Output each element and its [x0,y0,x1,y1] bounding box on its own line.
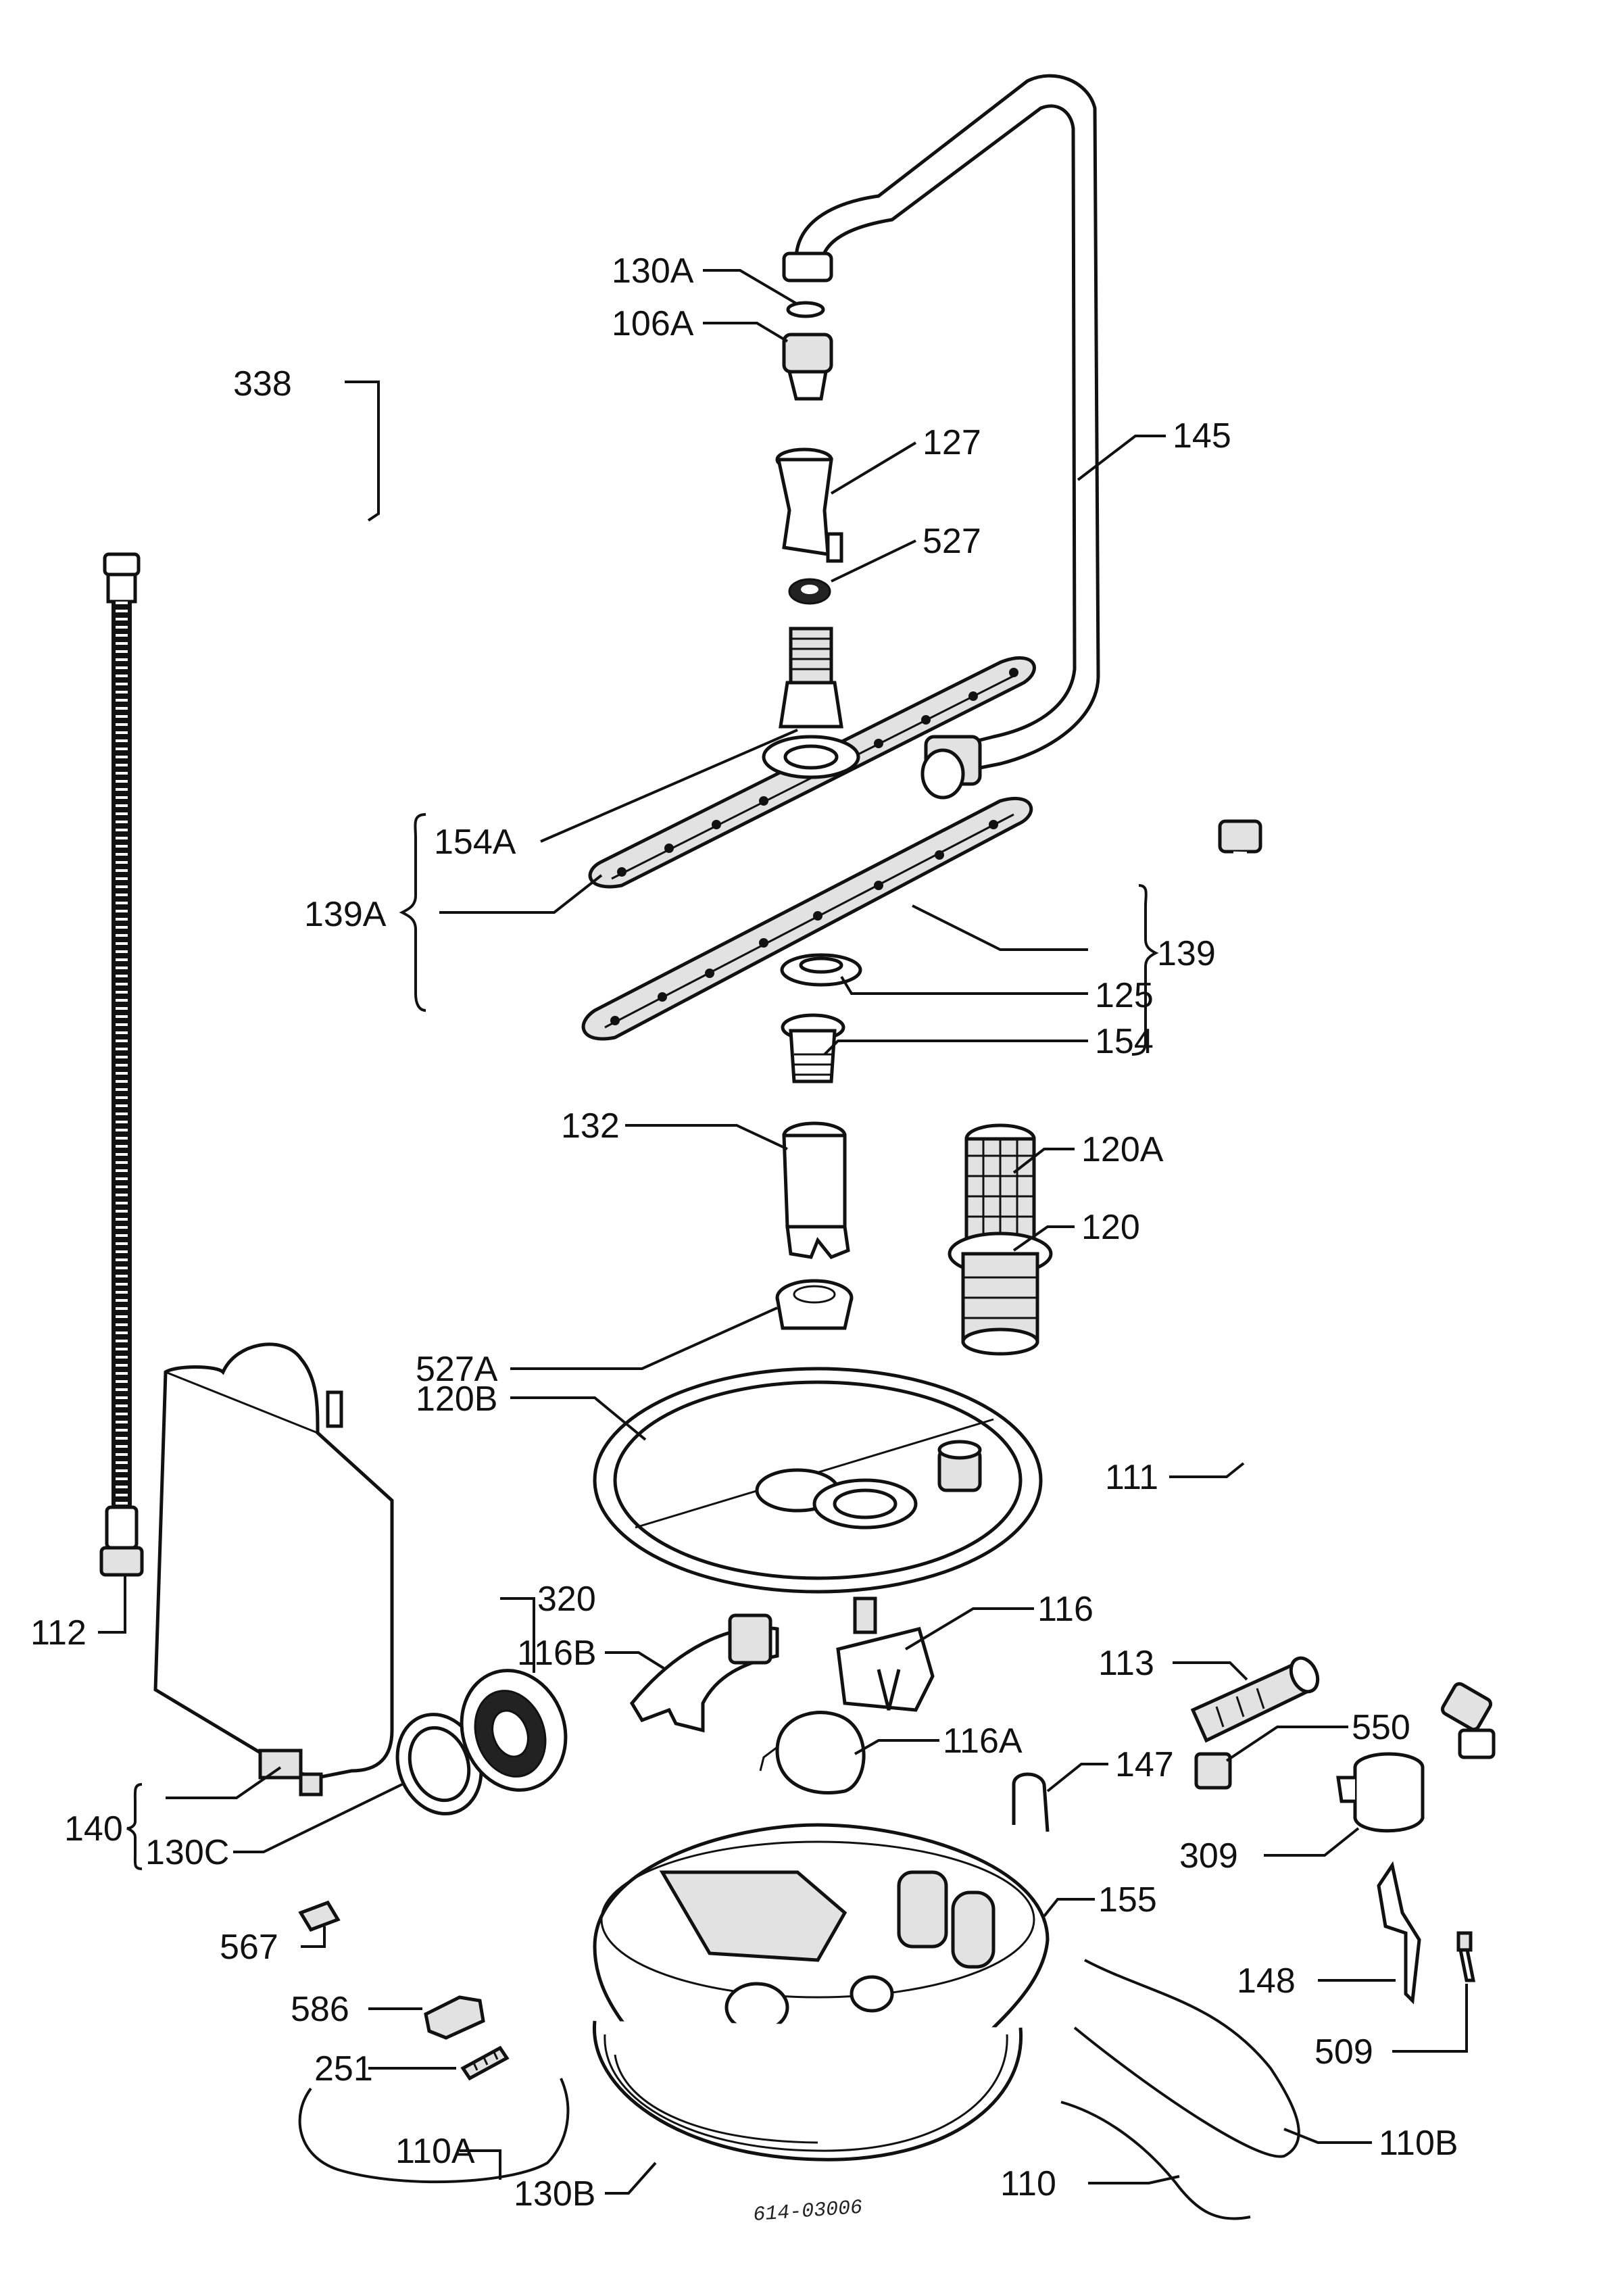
label-550: 550 [1352,1708,1410,1747]
label-110: 110 [1000,2164,1056,2203]
label-110b: 110B [1379,2124,1458,2163]
part-hook-147 [1012,1772,1050,1832]
part-hose-112 [99,552,144,1577]
label-309: 309 [1179,1836,1238,1876]
part-hub-127 [775,447,843,563]
label-125: 125 [1095,976,1154,1015]
label-338: 338 [233,364,292,404]
part-nut-106a [782,333,833,401]
part-pin-509 [1456,1931,1476,1982]
label-116b: 116B [517,1634,597,1673]
leader-lines [98,269,1468,2195]
part-ring-527a [775,1279,854,1330]
part-bracket-148 [1377,1861,1421,2005]
label-139: 139 [1157,934,1216,973]
part-block-550 [1194,1752,1232,1790]
brace-140 [126,1783,143,1870]
label-120: 120 [1081,1208,1140,1247]
label-145: 145 [1173,416,1231,456]
part-latch-586 [424,1995,485,2040]
part-filter-120 [948,1231,1053,1356]
brace-139a [399,813,426,1012]
part-bracket-116b [629,1613,779,1733]
label-130a: 130A [612,251,694,291]
part-dispenser-140 [153,1342,394,1797]
brace-139 [1131,884,1159,1056]
part-tube-132 [782,1121,850,1260]
label-130b: 130B [514,2174,595,2214]
part-gasket-130c [395,1713,483,1815]
part-clip-567 [298,1900,341,1932]
part-cup-309 [1336,1752,1425,1833]
label-132: 132 [561,1106,620,1146]
label-112: 112 [30,1613,87,1653]
part-cord-110 [1060,2101,1251,2220]
part-valve-116 [836,1596,935,1712]
label-140: 140 [64,1809,123,1849]
part-float-116a [759,1711,866,1794]
label-154: 154 [1095,1022,1154,1061]
part-clip-125 [780,953,862,987]
label-148: 148 [1237,1961,1296,2001]
label-130c: 130C [145,1833,229,1872]
drawing-number: 614-03006 [752,2197,863,2227]
part-bearing-154 [781,1013,845,1083]
label-111: 111 [1105,1458,1158,1497]
part-spray-tube [782,74,1100,800]
label-127: 127 [923,423,981,462]
label-567: 567 [220,1928,278,1967]
label-116: 116 [1037,1590,1093,1629]
part-spring-251 [460,2045,510,2081]
callout-labels: 130A 106A 338 127 145 527 154A 139A 139 … [30,251,1458,2227]
part-upper-spray-arm [588,627,1036,889]
part-element-113 [1190,1656,1320,1743]
label-147: 147 [1115,1745,1174,1784]
part-filter-plate-120b [593,1367,1043,1594]
label-116a: 116A [943,1721,1023,1761]
part-gasket-130b [593,2020,1023,2161]
part-cord-110b [1073,1959,1300,2158]
part-hose-111 [1218,819,1496,1759]
label-106a: 106A [612,304,694,343]
part-filter-120a [964,1123,1036,1242]
part-cap-320 [460,1669,568,1792]
label-120b: 120B [416,1379,497,1419]
label-113: 113 [1098,1644,1154,1683]
label-586: 586 [291,1990,349,2029]
part-wire-110a [298,2078,570,2184]
part-washer-130a [786,301,825,318]
label-527a: 527A [416,1350,498,1389]
label-139a: 139A [304,895,387,934]
label-251: 251 [314,2049,373,2089]
label-120a: 120A [1081,1130,1164,1169]
label-110a: 110A [395,2132,475,2171]
part-seal-527 [788,578,831,605]
label-154a: 154A [434,823,516,862]
label-155: 155 [1098,1880,1157,1920]
part-lower-spray-arm [581,796,1033,1041]
label-320: 320 [537,1580,596,1619]
label-527: 527 [923,522,981,561]
label-509: 509 [1314,2032,1373,2072]
